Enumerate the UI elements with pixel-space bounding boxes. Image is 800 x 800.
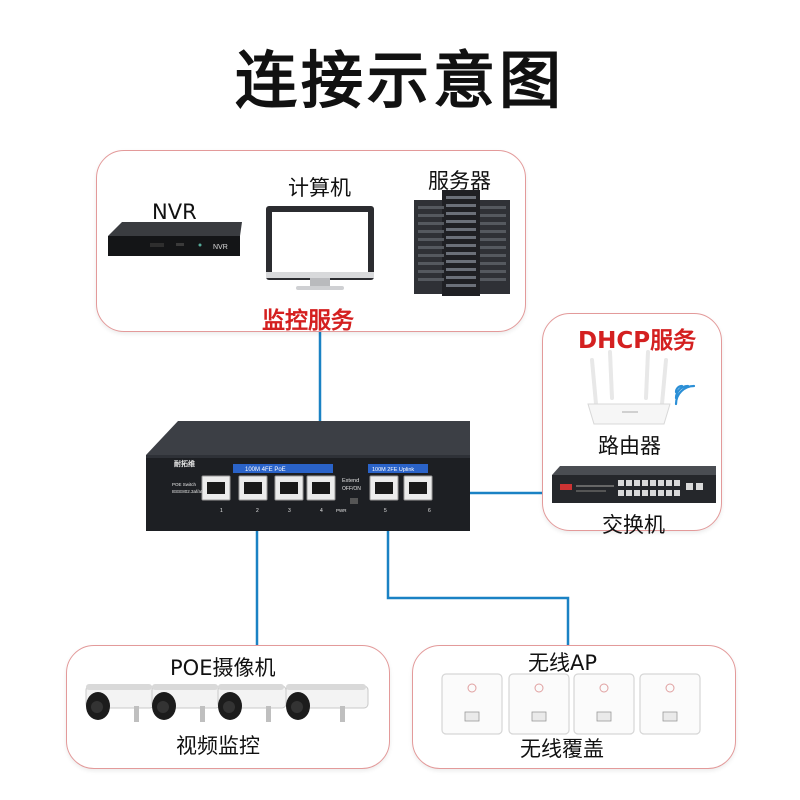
pwr-label: PWR: [336, 508, 347, 513]
port-number-5: 5: [384, 508, 387, 514]
wall-ap-icon-4: [639, 673, 701, 735]
router-label: 路由器: [598, 434, 661, 458]
cameras-bottom-label: 视频监控: [176, 734, 260, 758]
extend-label: Extend: [342, 478, 359, 484]
nvr-label: NVR: [152, 200, 197, 224]
server-label: 服务器: [428, 169, 491, 193]
port-number-6: 6: [428, 508, 431, 514]
port-number-3: 3: [288, 508, 291, 514]
switch-model-line2: IEEE802.3af/at: [172, 489, 203, 494]
wall-ap-icon-1: [441, 673, 503, 735]
port-number-4: 4: [320, 508, 323, 514]
extend-state: OFF/ON: [342, 486, 361, 492]
wireless-bottom-label: 无线覆盖: [520, 737, 604, 761]
switch-label: 交换机: [602, 513, 665, 537]
camera-icon-2: [151, 684, 221, 722]
nvr-body: [108, 236, 240, 256]
wifi-signal-icon: [674, 384, 696, 406]
uplink-ports-label: 100M 2FE Uplink: [372, 467, 414, 473]
switch-brand: 耐拓维: [174, 459, 195, 468]
wall-ap-icon-2: [508, 673, 570, 735]
cameras-top-label: POE摄像机: [170, 656, 276, 680]
switch-model-line1: POE Switch: [172, 482, 197, 487]
dhcp-group-label: DHCP服务: [578, 328, 697, 354]
nvr-device-text: NVR: [213, 244, 228, 251]
monitoring-group-label: 监控服务: [262, 308, 354, 334]
wall-ap-icon-3: [573, 673, 635, 735]
computer-label: 计算机: [288, 176, 351, 200]
port-number-1: 1: [220, 508, 223, 514]
page-title: 连接示意图: [234, 44, 565, 117]
wireless-top-label: 无线AP: [528, 651, 598, 675]
camera-icon-4: [285, 684, 369, 722]
port-number-2: 2: [256, 508, 259, 514]
link-switch-to-ap: [386, 500, 570, 645]
camera-icon-3: [217, 684, 287, 722]
poe-ports-label: 100M 4FE PoE: [245, 467, 286, 473]
